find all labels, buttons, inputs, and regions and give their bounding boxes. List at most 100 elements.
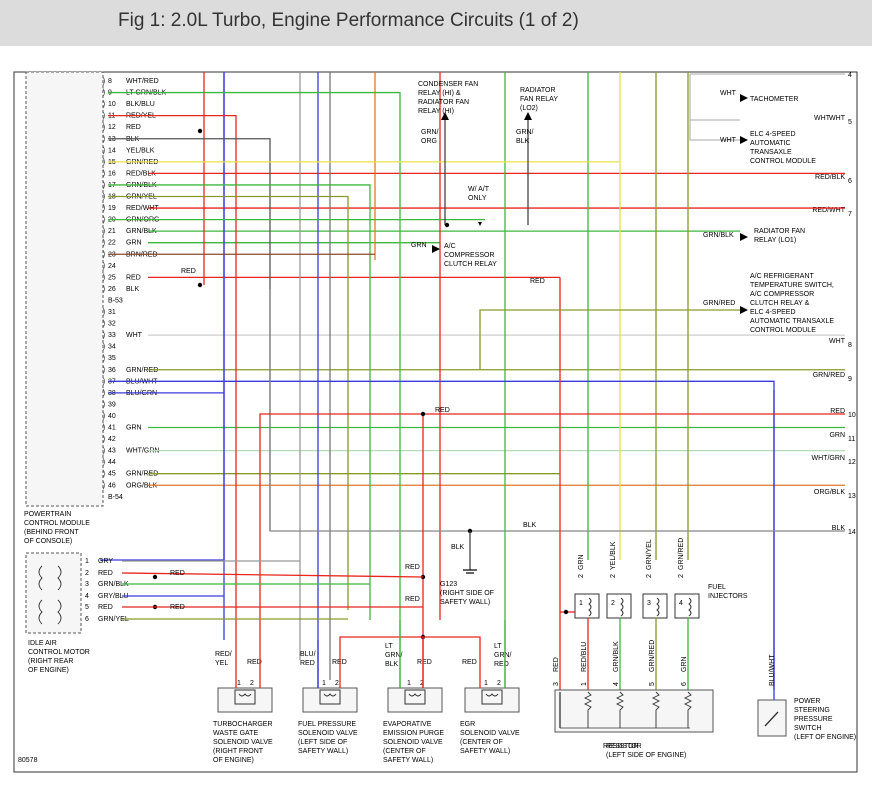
resistor-pin: 3 [553, 682, 560, 686]
injector-wire-color: YEL/BLK [610, 541, 617, 570]
solenoid-label: SAFETY WALL) [298, 748, 348, 755]
ac-comp-wire-label: GRN [411, 242, 427, 249]
solenoid-label: EGR [460, 721, 475, 728]
ps-wire-color: BLU/WHT [769, 654, 776, 686]
output-wire-color: WHT/GRN [812, 455, 845, 462]
injector-pin-2: 2 [678, 574, 685, 578]
ac-compressor-relay-label: COMPRESSOR [444, 252, 495, 259]
pin-bracket [102, 250, 105, 259]
solenoid-label: (LEFT SIDE OF [298, 739, 347, 746]
solenoid-wire-2: RED [494, 661, 509, 668]
ac-refrig-label: A/C REFRIGERANT [750, 273, 815, 280]
solenoid-wire-2: LT [494, 643, 502, 650]
output-pin-number: 4 [848, 72, 852, 79]
elc-module-label: TRANSAXLE [750, 149, 792, 156]
pin-bracket [102, 330, 105, 340]
output-wire-color: WHT [829, 338, 846, 345]
pin-bracket [102, 99, 105, 109]
resistor-label: RESISTOR [606, 743, 642, 750]
solenoid-coil-housing [319, 689, 341, 705]
solenoid-coil [485, 693, 499, 697]
pcm-pin-number: 45 [108, 471, 116, 478]
pcm-wire-color: YEL/BLK [126, 147, 155, 154]
iac-label: (RIGHT REAR [28, 658, 73, 665]
solenoid-coil-housing [234, 689, 256, 705]
pcm-pin-number: 42 [108, 436, 116, 443]
resistor-pin: 4 [613, 682, 620, 686]
radiator-lo1-wire-label: GRN/BLK [703, 232, 734, 239]
pin-bracket [102, 134, 105, 143]
splice-dot [444, 222, 450, 228]
resistor-element [683, 691, 693, 728]
resistor-wire-color: GRN/BLK [613, 641, 620, 672]
solenoid-label: EVAPORATIVE [383, 721, 432, 728]
pcm-label: (BEHIND FRONT [24, 529, 80, 536]
pcm-pin-number: 19 [108, 205, 116, 212]
wire-lt-grn-blk [108, 91, 401, 700]
solenoid-label: SOLENOID VALVE [383, 739, 443, 746]
ps-switch-label: STEERING [794, 707, 830, 714]
pcm-pin-number: 10 [108, 101, 116, 108]
iac-wire-color: RED [98, 570, 113, 577]
ps-switch-label: SWITCH [794, 725, 822, 732]
pcm-label: POWERTRAIN [24, 511, 71, 518]
solenoid-coil-housing [404, 689, 426, 705]
arrow-condenser [441, 112, 449, 120]
ac-refrig-label: TEMPERATURE SWITCH, [750, 282, 834, 289]
pcm-pin-number: 32 [108, 321, 116, 328]
injector-wire-color: GRN/RED [678, 538, 685, 570]
iac-red-b: RED [170, 604, 185, 611]
pcm-pin-number: 25 [108, 274, 116, 281]
output-pin-number: 8 [848, 342, 852, 349]
radiator-lo2-label: RADIATOR [520, 87, 556, 94]
pin-bracket [102, 388, 105, 398]
solenoid-label: TURBOCHARGER [213, 721, 273, 728]
diagram-frame [13, 71, 858, 773]
solenoid-pin-2: 2 [497, 680, 501, 687]
solenoid-box [464, 687, 520, 713]
output-pin-number: 11 [848, 436, 855, 443]
iac-label: CONTROL MOTOR [28, 649, 90, 656]
splice-dot [197, 128, 203, 134]
resistor-wire-color: GRN [681, 656, 688, 672]
pcm-connector-b53: B-53 [108, 297, 123, 304]
pcm-wire-color: RED [126, 274, 141, 281]
injector-number: 3 [647, 600, 651, 607]
solenoid-label: (RIGHT FRONT [213, 748, 264, 755]
ps-switch-label: POWER [794, 698, 820, 705]
pcm-wire-color: RED/BLK [126, 170, 156, 177]
pcm-label: CONTROL MODULE [24, 520, 90, 527]
ac-refrig-label: AUTOMATIC TRANSAXLE [750, 318, 834, 325]
ps-switch-contact [764, 711, 779, 727]
condenser-relay-label: RELAY (HI) [418, 108, 454, 115]
output-pin-number: 13 [848, 493, 856, 500]
condenser-relay-label: RELAY (HI) & [418, 90, 461, 97]
output-pin-number: 14 [848, 529, 856, 536]
radiator-lo1-label: RELAY (LO1) [754, 237, 796, 244]
condenser-wire-label: GRN/ [421, 129, 439, 136]
pcm-pin-number: 31 [108, 309, 116, 316]
solenoid-pin-1: 1 [322, 680, 326, 687]
solenoid-pin-1: 1 [237, 680, 241, 687]
elc-module-label: ELC 4-SPEED [750, 131, 796, 138]
pin-bracket [102, 157, 105, 167]
wire-red-yel [108, 115, 237, 640]
splice-dot [420, 411, 426, 417]
output-pin-number: 12 [848, 459, 856, 466]
pcm-pin-number: 26 [108, 286, 116, 293]
blk-g123-label: BLK [451, 544, 465, 551]
pin-bracket [102, 434, 105, 444]
solenoid-coil-housing [481, 689, 503, 705]
injector-coil [688, 597, 692, 617]
red-iac-label-b: RED [405, 596, 420, 603]
pcm-wire-color: WHT [126, 332, 143, 339]
pcm-pin-number: 39 [108, 401, 116, 408]
iac-wire-color: RED [98, 604, 113, 611]
iac-wire-color: GRY [98, 558, 113, 565]
pcm-wire-color: WHT/GRN [126, 448, 159, 455]
iac-coil [38, 565, 62, 591]
injector-pin-2: 2 [610, 574, 617, 578]
red-mid-label: RED [435, 407, 450, 414]
ac-refrig-wire-label: GRN/RED [703, 300, 735, 307]
injector-wire-color: GRN [578, 554, 585, 570]
